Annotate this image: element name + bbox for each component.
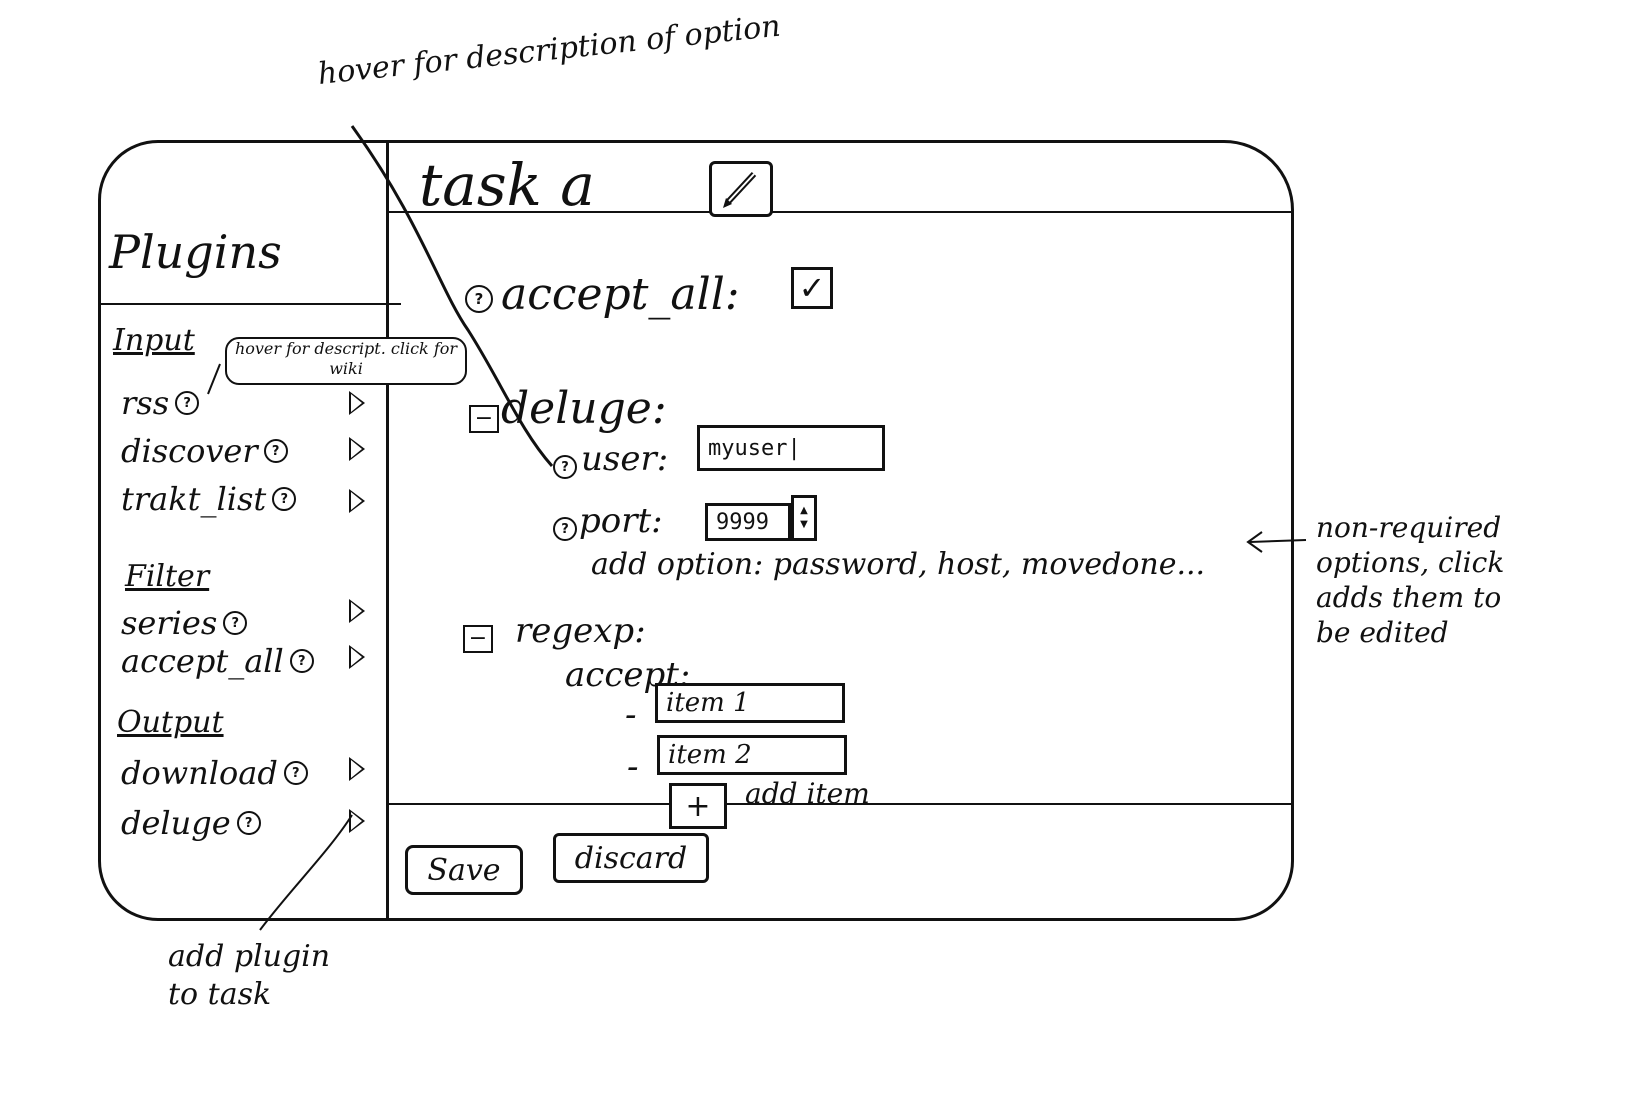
plugin-item-accept-all[interactable]: accept_all ? xyxy=(121,641,371,681)
plugin-item-label: series xyxy=(121,604,218,642)
sidebar-divider xyxy=(386,143,389,918)
pencil-icon xyxy=(723,171,757,208)
add-plugin-arrow-icon[interactable] xyxy=(349,757,365,781)
annotation-add-plugin: add plugin to task xyxy=(168,939,331,1012)
list-item-dash: - xyxy=(625,695,637,735)
add-item-label[interactable]: add item xyxy=(745,777,870,810)
section-output-label: Output xyxy=(117,705,224,740)
help-icon[interactable]: ? xyxy=(289,649,314,673)
regexp-collapse-button[interactable]: − xyxy=(463,625,493,653)
plugin-item-deluge[interactable]: deluge ? xyxy=(121,803,371,843)
annotation-non-required-options: non-required options, click adds them to… xyxy=(1316,511,1505,649)
plugin-item-label: deluge xyxy=(121,804,231,842)
regexp-label: regexp: xyxy=(515,611,646,651)
help-icon[interactable]: ? xyxy=(272,487,297,511)
chevron-down-icon[interactable]: ▼ xyxy=(800,519,808,530)
plugin-item-label: discover xyxy=(121,432,258,470)
help-icon[interactable]: ? xyxy=(283,761,308,785)
task-title: task a xyxy=(419,151,595,219)
plugin-item-label: download xyxy=(121,754,278,792)
add-plugin-arrow-icon[interactable] xyxy=(349,645,365,669)
add-plugin-arrow-icon[interactable] xyxy=(349,599,365,623)
deluge-collapse-button[interactable]: − xyxy=(469,405,499,433)
help-icon[interactable]: ? xyxy=(236,811,261,835)
plugin-item-label: accept_all xyxy=(121,642,284,680)
help-icon[interactable]: ? xyxy=(553,517,577,541)
plugins-title-divider xyxy=(101,303,401,305)
plugin-item-download[interactable]: download ? xyxy=(121,753,371,793)
plugin-item-rss[interactable]: rss ? xyxy=(121,383,371,423)
help-icon[interactable]: ? xyxy=(175,391,200,415)
footer-divider xyxy=(389,803,1291,805)
add-item-button[interactable]: + xyxy=(669,783,727,829)
chevron-up-icon[interactable]: ▲ xyxy=(800,505,808,516)
add-option-link[interactable]: add option: password, host, movedone... xyxy=(591,547,1206,582)
task-editor-window: Plugins Input rss ? discover ? trakt_lis… xyxy=(98,140,1294,921)
discard-button[interactable]: discard xyxy=(553,833,709,883)
plugin-item-trakt-list[interactable]: trakt_list ? xyxy=(121,479,371,519)
deluge-label: deluge: xyxy=(501,383,667,434)
plugin-item-series[interactable]: series ? xyxy=(121,603,371,643)
checkmark-icon: ✓ xyxy=(798,269,826,307)
plugin-item-label: rss xyxy=(121,384,170,422)
add-plugin-arrow-icon[interactable] xyxy=(349,391,365,415)
header-divider xyxy=(389,211,1291,213)
help-icon[interactable]: ? xyxy=(223,611,248,635)
plugin-item-discover[interactable]: discover ? xyxy=(121,431,371,471)
accept-item-input[interactable]: item 1 xyxy=(655,683,845,723)
port-input[interactable]: 9999 xyxy=(705,503,791,541)
accept-item-input[interactable]: item 2 xyxy=(657,735,847,775)
help-icon[interactable]: ? xyxy=(465,285,493,313)
port-stepper[interactable]: ▲ ▼ xyxy=(791,495,817,541)
help-icon[interactable]: ? xyxy=(263,439,288,463)
plugins-title: Plugins xyxy=(109,225,282,279)
accept-all-label: accept_all: xyxy=(501,269,740,320)
add-plugin-arrow-icon[interactable] xyxy=(349,437,365,461)
list-item-dash: - xyxy=(627,747,639,787)
save-button[interactable]: Save xyxy=(405,845,523,895)
plugin-item-label: trakt_list xyxy=(121,480,267,518)
help-icon[interactable]: ? xyxy=(553,455,577,479)
plus-icon: + xyxy=(685,788,711,824)
user-input[interactable]: myuser| xyxy=(697,425,885,471)
user-label: user: xyxy=(581,439,669,479)
plugin-help-tooltip: hover for descript. click for wiki xyxy=(225,337,467,385)
add-plugin-arrow-icon[interactable] xyxy=(349,809,365,833)
port-label: port: xyxy=(579,501,663,541)
accept-all-checkbox[interactable]: ✓ xyxy=(791,267,833,309)
edit-task-name-button[interactable] xyxy=(709,161,773,217)
add-plugin-arrow-icon[interactable] xyxy=(349,489,365,513)
section-filter-label: Filter xyxy=(125,559,210,594)
section-input-label: Input xyxy=(113,323,195,358)
